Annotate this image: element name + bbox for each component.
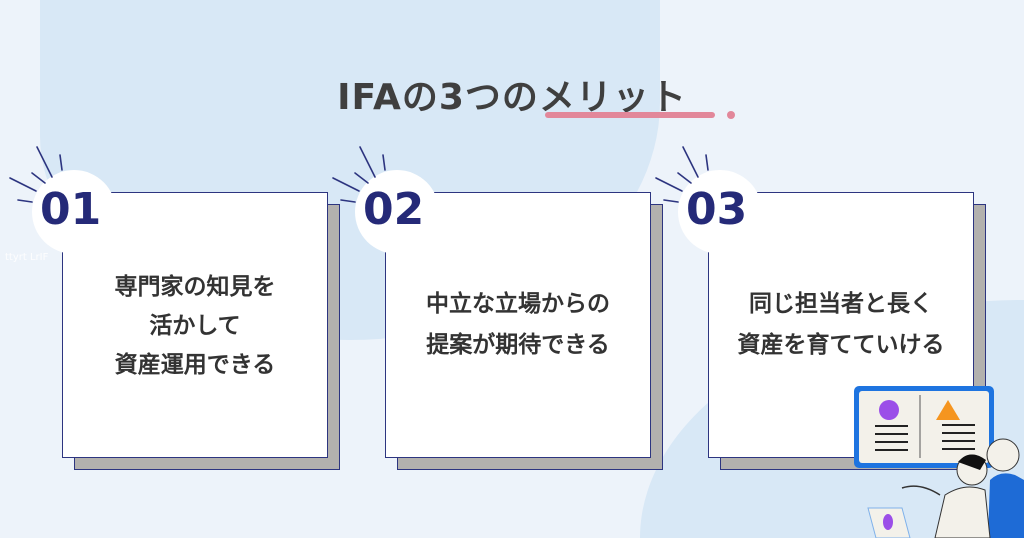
watermark: ttyrt LrIF bbox=[5, 252, 49, 263]
card-line: 資産を育てていける bbox=[737, 332, 945, 358]
page-title: IFAの3つのメリット bbox=[337, 77, 687, 118]
card-line: 専門家の知見を bbox=[114, 274, 276, 300]
card-number: 01 bbox=[40, 184, 102, 235]
card-face bbox=[62, 192, 328, 458]
number-circle bbox=[355, 170, 439, 254]
title-underline bbox=[545, 112, 715, 118]
presentation-illustration bbox=[854, 386, 1024, 538]
title-dot bbox=[727, 111, 735, 119]
card-number: 03 bbox=[686, 184, 748, 235]
merit-card-2: 中立な立場からの 提案が期待できる bbox=[385, 192, 663, 470]
card-number: 02 bbox=[363, 184, 425, 235]
sparkle-rays-icon bbox=[9, 146, 709, 203]
merit-card-1: 専門家の知見を 活かして 資産運用できる bbox=[62, 192, 340, 470]
card-line: 同じ担当者と長く bbox=[749, 291, 933, 317]
card-line: 活かして bbox=[149, 313, 241, 339]
card-line: 中立な立場からの bbox=[426, 291, 610, 317]
number-circle bbox=[678, 170, 762, 254]
card-line: 提案が期待できる bbox=[426, 332, 610, 358]
number-circle bbox=[32, 170, 116, 254]
card-line: 資産運用できる bbox=[114, 352, 276, 378]
